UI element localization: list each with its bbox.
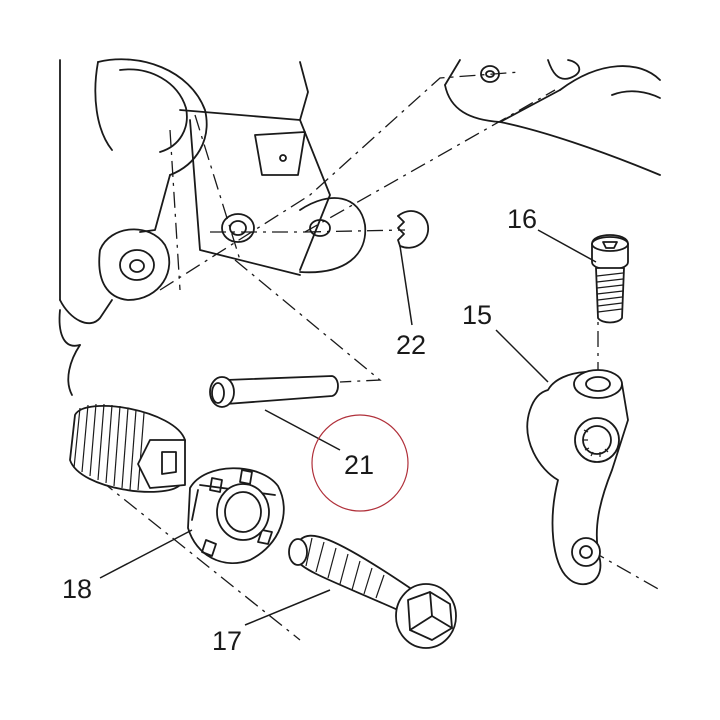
pin-part-21 <box>209 375 339 408</box>
cap-screw-part-16 <box>591 234 629 324</box>
leader-18 <box>99 529 193 579</box>
leader-17 <box>244 589 331 626</box>
lever-part-15 <box>526 369 629 586</box>
circlip-part-22 <box>397 210 429 249</box>
label-part-22: 22 <box>396 330 426 360</box>
assembly-centerlines <box>99 71 661 641</box>
frame-bracket <box>58 58 367 396</box>
highlight-circle-21 <box>311 414 409 512</box>
label-part-16: 16 <box>507 204 537 234</box>
label-part-15: 15 <box>462 300 492 330</box>
adjuster-part-18 <box>69 403 186 493</box>
leader-16 <box>537 229 597 263</box>
castle-nut <box>187 467 285 565</box>
leader-lines <box>99 229 597 626</box>
upper-right-arm <box>444 59 661 176</box>
leader-22 <box>399 245 413 326</box>
leader-21 <box>264 409 341 451</box>
leader-15 <box>495 329 549 383</box>
flange-bolt-part-17 <box>288 534 457 649</box>
label-part-18: 18 <box>62 574 92 604</box>
label-part-17: 17 <box>212 626 242 656</box>
label-part-21: 21 <box>344 450 374 480</box>
